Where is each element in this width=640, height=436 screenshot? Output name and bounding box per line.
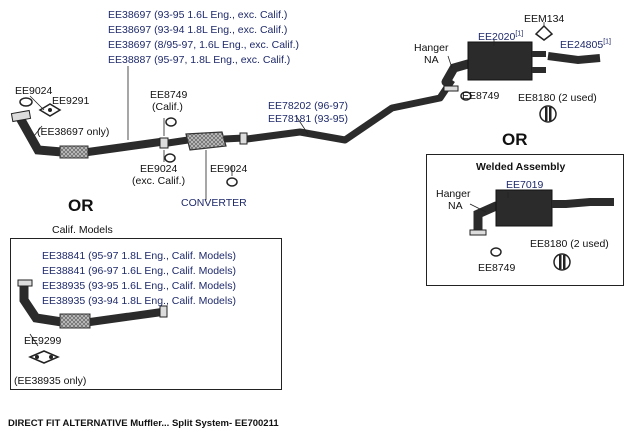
or-right: OR <box>502 130 528 149</box>
calif-part-1: EE38841 (95-97 1.8L Eng., Calif. Models) <box>42 250 236 262</box>
label-hanger: Hanger <box>414 42 449 54</box>
gasket-ee9024-top <box>19 97 33 107</box>
gasket-ee9291 <box>38 103 62 117</box>
welded-ee8749: EE8749 <box>478 262 516 274</box>
label-ee9024-top: EE9024 <box>15 85 53 97</box>
calif-models-title: Calif. Models <box>52 224 113 236</box>
label-converter: CONVERTER <box>181 197 247 209</box>
welded-hanger-na: NA <box>448 200 463 212</box>
calif-models-box <box>10 238 282 390</box>
welded-gasket-ee8749 <box>490 247 502 257</box>
label-ee24805: EE24805[1] <box>560 38 612 52</box>
label-ee8749-calif-note: (Calif.) <box>152 101 183 113</box>
label-ee9024-exc-note: (exc. Calif.) <box>132 175 186 187</box>
label-ee9299: EE9299 <box>24 335 62 347</box>
label-ee78181: EE78181 (93-95) <box>268 113 348 125</box>
label-ee38697-only: (EE38697 only) <box>37 126 110 138</box>
label-ee8749-right: EE8749 <box>462 90 500 102</box>
leader-lines <box>29 22 545 347</box>
part-header-4: EE38887 (95-97, 1.8L Eng., exc. Calif.) <box>108 54 291 66</box>
part-header-1: EE38697 (93-95 1.6L Eng., exc. Calif.) <box>108 9 288 21</box>
calif-part-3: EE38935 (93-95 1.6L Eng., Calif. Models) <box>42 280 236 292</box>
welded-title: Welded Assembly <box>476 161 566 173</box>
label-hanger-na: NA <box>424 54 439 66</box>
gasket-ee9024-mid <box>226 177 238 187</box>
welded-hanger-ee8180 <box>553 253 571 271</box>
part-header-3: EE38697 (8/95-97, 1.6L Eng., exc. Calif.… <box>108 39 300 51</box>
welded-assembly-box <box>426 154 624 286</box>
front-pipe <box>10 109 161 159</box>
calif-part-2: EE38841 (96-97 1.6L Eng., Calif. Models) <box>42 265 236 277</box>
welded-hanger: Hanger <box>436 188 471 200</box>
calif-front-pipe <box>17 279 168 329</box>
label-ee78202: EE78202 (96-97) <box>268 100 348 112</box>
muffler-ee2020 <box>441 41 546 92</box>
label-ee9291: EE9291 <box>52 95 90 107</box>
hanger-ee8180-top <box>539 105 557 123</box>
gasket-ee8749-calif <box>165 117 177 127</box>
gasket-ee9024-exc <box>164 153 176 163</box>
label-ee2020: EE2020[1] <box>478 30 524 44</box>
part-header-2: EE38697 (93-94 1.8L Eng., exc. Calif.) <box>108 24 288 36</box>
label-ee38935-only: (EE38935 only) <box>14 375 87 387</box>
or-left: OR <box>68 196 94 215</box>
label-eem134: EEM134 <box>524 13 565 25</box>
tailpipe-ee24805 <box>547 52 601 65</box>
footer-caption: DIRECT FIT ALTERNATIVE Muffler... Split … <box>8 418 279 429</box>
label-ee8180-top: EE8180 (2 used) <box>518 92 597 104</box>
welded-ee7019: EE7019 <box>506 179 544 191</box>
clamp-eem134 <box>534 24 554 41</box>
label-ee8749-calif: EE8749 <box>150 89 188 101</box>
calif-part-4: EE38935 (93-94 1.8L Eng., Calif. Models) <box>42 295 236 307</box>
label-ee9024-mid: EE9024 <box>210 163 248 175</box>
gasket-ee9299 <box>28 350 60 364</box>
welded-muffler-ee7019 <box>469 189 614 236</box>
welded-ee8180: EE8180 (2 used) <box>530 238 609 250</box>
intermediate-pipe <box>246 78 455 144</box>
gasket-ee8749-right <box>460 91 472 101</box>
converter <box>159 131 248 151</box>
label-ee9024-exc: EE9024 <box>140 163 178 175</box>
